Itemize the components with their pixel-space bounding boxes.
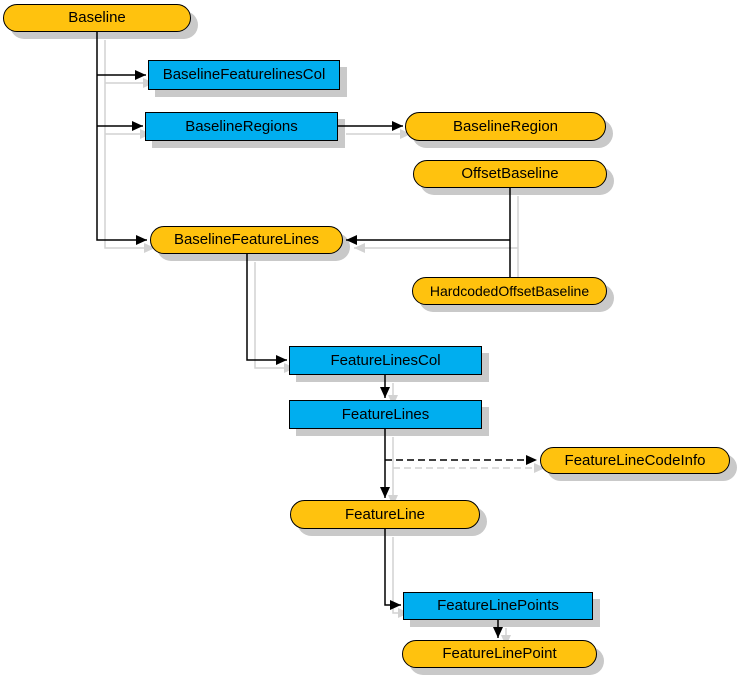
node-label-feature-line: FeatureLine: [344, 505, 426, 523]
node-feature-line-point[interactable]: FeatureLinePoint: [402, 640, 597, 668]
node-baseline-region[interactable]: BaselineRegion: [405, 112, 606, 141]
node-label-feature-line-code-info: FeatureLineCodeInfo: [564, 451, 706, 469]
connector-feature-line-to-feature-line-points: [384, 529, 401, 610]
node-offset-baseline[interactable]: OffsetBaseline: [413, 160, 607, 188]
node-label-offset-baseline: OffsetBaseline: [461, 165, 559, 182]
connector-baseline-to-baseline-feature-lines: [96, 32, 147, 245]
connector-baseline-feature-lines-to-feature-lines-col: [246, 254, 287, 365]
node-label-feature-line-points: FeatureLinePoints: [437, 597, 559, 614]
node-feature-line-code-info[interactable]: FeatureLineCodeInfo: [540, 447, 730, 474]
node-baseline[interactable]: Baseline: [3, 4, 191, 32]
node-label-baseline-featurelines-col: BaselineFeaturelinesCol: [162, 66, 326, 83]
node-label-feature-lines: FeatureLines: [341, 405, 430, 423]
node-label-feature-line-point: FeatureLinePoint: [442, 645, 557, 662]
node-label-baseline: Baseline: [68, 9, 126, 26]
connector-baseline-to-baseline-feature-lines-shadow: [104, 40, 155, 253]
node-baseline-feature-lines[interactable]: BaselineFeatureLines: [150, 226, 343, 254]
connector-baseline-feature-lines-to-feature-lines-col-shadow: [254, 262, 295, 373]
node-baseline-regions[interactable]: BaselineRegions: [145, 112, 338, 141]
node-label-feature-lines-col: FeatureLinesCol: [330, 351, 441, 369]
node-feature-lines[interactable]: FeatureLines: [289, 400, 482, 429]
node-hardcoded-offset-baseline[interactable]: HardcodedOffsetBaseline: [412, 277, 607, 305]
node-feature-line[interactable]: FeatureLine: [290, 500, 480, 529]
node-label-baseline-regions: BaselineRegions: [185, 117, 298, 135]
node-baseline-featurelines-col[interactable]: BaselineFeaturelinesCol: [148, 60, 340, 90]
node-label-baseline-region: BaselineRegion: [452, 117, 559, 135]
node-feature-line-points[interactable]: FeatureLinePoints: [403, 592, 593, 620]
node-feature-lines-col[interactable]: FeatureLinesCol: [289, 346, 482, 375]
node-label-hardcoded-offset-baseline: HardcodedOffsetBaseline: [429, 282, 590, 299]
edge-layer-main: [96, 32, 537, 638]
node-label-baseline-feature-lines: BaselineFeatureLines: [173, 231, 320, 248]
